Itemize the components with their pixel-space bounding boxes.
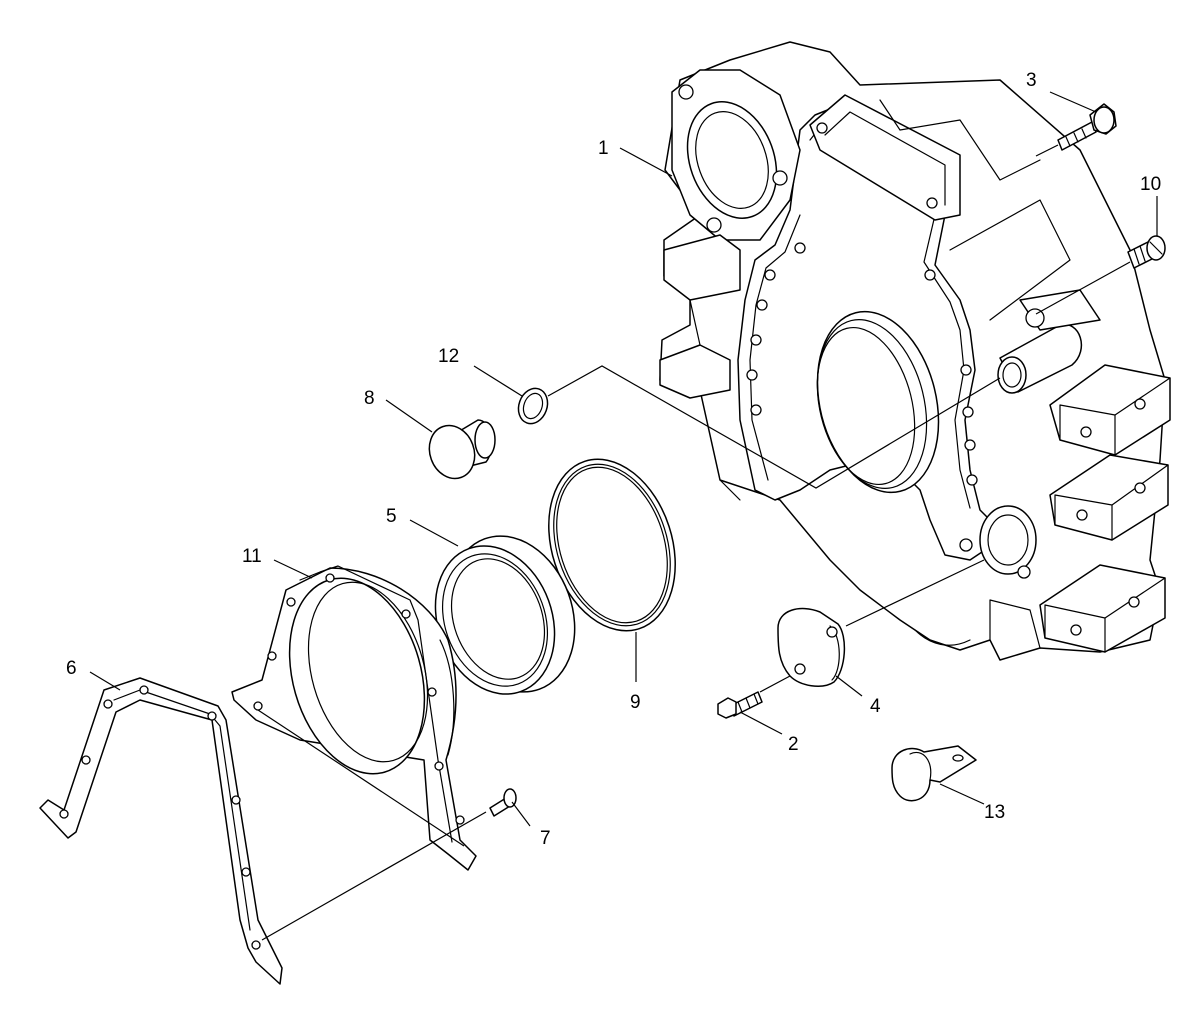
callout-12: 12 (438, 346, 459, 367)
leader-4-ext (845, 559, 985, 627)
leader-11-ext (257, 709, 465, 847)
leader-6-ext (261, 811, 487, 941)
oil-seal (434, 535, 576, 695)
leader-12-ext (547, 365, 1001, 489)
cover-plate (777, 607, 846, 688)
plug-screw (1127, 235, 1166, 269)
callout-1: 1 (598, 138, 609, 159)
hex-bolt (717, 691, 763, 719)
leader-13 (939, 783, 985, 805)
leader-4 (835, 675, 863, 697)
leader-6 (89, 671, 121, 691)
callout-4: 4 (870, 696, 881, 717)
leader-2-ext (759, 675, 791, 693)
leader-1 (619, 147, 673, 177)
callout-5: 5 (386, 506, 397, 527)
leader-11 (273, 559, 313, 579)
flywheel-housing (659, 41, 1171, 661)
leader-3 (1049, 91, 1097, 113)
callout-6: 6 (66, 658, 77, 679)
seal-housing (231, 565, 477, 871)
callout-13: 13 (984, 802, 1005, 823)
callout-9: 9 (630, 692, 641, 713)
large-o-ring (548, 458, 676, 632)
leader-2 (739, 711, 783, 735)
callout-labels: 1 2 3 4 5 6 7 8 9 10 11 12 13 (66, 70, 1161, 849)
clip-clamp (891, 745, 977, 802)
callout-2: 2 (788, 734, 799, 755)
callout-8: 8 (364, 388, 375, 409)
leader-lines (89, 91, 1158, 941)
housing-bolt (1057, 103, 1117, 151)
callout-10: 10 (1140, 174, 1161, 195)
leader-8 (385, 399, 433, 433)
leader-5 (409, 519, 459, 547)
callout-11: 11 (242, 546, 262, 567)
leader-3-ext (1035, 144, 1059, 157)
gasket (39, 677, 283, 985)
leader-10-ext (1035, 261, 1131, 315)
callout-7: 7 (540, 828, 551, 849)
leader-12 (473, 365, 523, 397)
cap-plug (428, 419, 496, 480)
small-o-ring (517, 387, 549, 425)
callout-3: 3 (1026, 70, 1037, 91)
leader-7 (511, 801, 531, 827)
